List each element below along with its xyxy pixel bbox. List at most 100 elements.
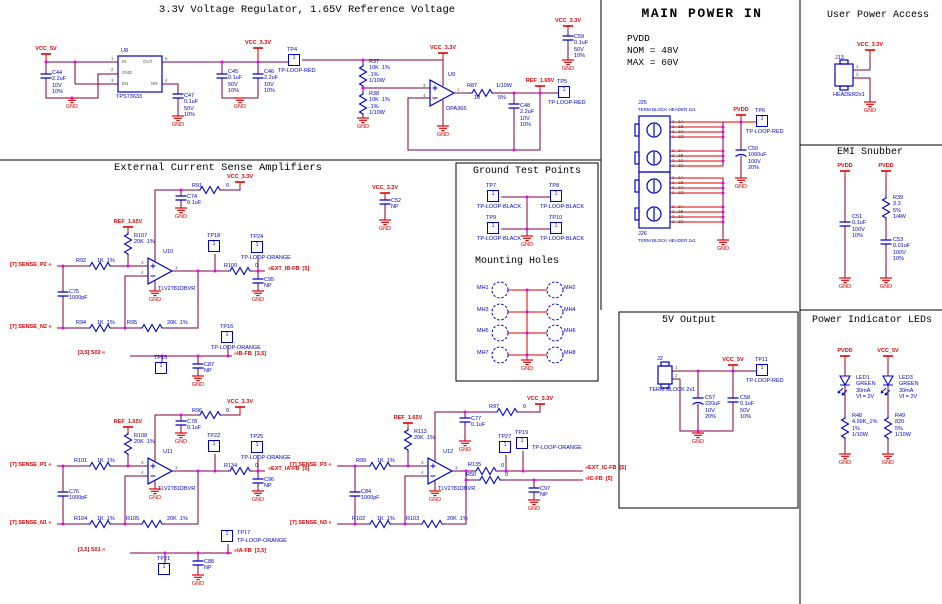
note-nom: NOM = 48V bbox=[627, 45, 679, 56]
tp19-pin: 1 bbox=[520, 438, 524, 444]
j26-p2a-net: 2A bbox=[678, 204, 684, 209]
tp18-testpoint[interactable]: 1 bbox=[208, 240, 220, 252]
r100-label: R100 bbox=[224, 263, 238, 269]
j25-p1a-net: 1A bbox=[678, 119, 684, 124]
r49-label: R49 820 5% 1/10W bbox=[895, 413, 911, 439]
tp27-testpoint[interactable]: 1 bbox=[499, 441, 511, 453]
c51-label: C51 0.1uF 100V 10% bbox=[852, 214, 867, 240]
tp25-testpoint[interactable]: 1 bbox=[251, 441, 263, 453]
r91-label: R91 bbox=[192, 183, 203, 189]
j26-ref: J26 bbox=[638, 231, 647, 237]
r87-value: 10 bbox=[474, 95, 481, 101]
j25-p2c-num: 2 bbox=[672, 158, 675, 163]
r108-label: R108 20K .1% bbox=[134, 433, 155, 446]
u10-ref: U10 bbox=[163, 249, 174, 255]
r113-label: R113 20K .1% bbox=[414, 429, 435, 442]
u9-pin-1: 1 bbox=[457, 87, 460, 92]
tp15-testpoint[interactable]: 1 bbox=[155, 362, 167, 374]
tp24-ref: TP24 bbox=[250, 234, 264, 240]
tp22-testpoint[interactable]: 1 bbox=[208, 440, 220, 452]
junction-dot bbox=[353, 464, 357, 468]
tp16-testpoint[interactable]: 1 bbox=[221, 331, 233, 343]
tp21-testpoint[interactable]: 1 bbox=[158, 563, 170, 575]
gnd-symbol bbox=[882, 453, 894, 460]
tp4-testpoint[interactable]: 1 bbox=[288, 54, 300, 66]
gnd-label: GND bbox=[251, 497, 265, 503]
j2-part: TERM BLOCK 2x1 bbox=[649, 387, 696, 393]
tp6-testpoint[interactable]: 1 bbox=[756, 115, 768, 127]
j26-p1d-net: 1D bbox=[678, 190, 684, 195]
j2-term-block[interactable] bbox=[657, 361, 673, 389]
led1-label: LED1 GREEN 30mA Vf = 2V bbox=[856, 375, 876, 401]
gnd-symbol bbox=[864, 101, 876, 108]
j25-p2b-net: 2B bbox=[678, 153, 684, 158]
junction-dot bbox=[721, 159, 725, 163]
junction-dot bbox=[525, 227, 529, 231]
mh1-label: MH1 bbox=[477, 285, 489, 291]
junction-dot bbox=[44, 60, 48, 64]
gnd-label: GND bbox=[881, 460, 895, 466]
title-leds: Power Indicator LEDs bbox=[811, 315, 933, 326]
junction-dot bbox=[525, 310, 529, 314]
s02-port: [3,5] S02 « bbox=[78, 350, 106, 356]
tp17-type: TP-LOOP-ORANGE bbox=[237, 538, 287, 544]
junction-dot bbox=[532, 478, 536, 482]
mh3-hole[interactable] bbox=[491, 303, 509, 321]
tp8-testpoint[interactable]: 1 bbox=[550, 190, 562, 202]
tp7-ref: TP7 bbox=[486, 183, 497, 189]
mh7-hole[interactable] bbox=[491, 346, 509, 364]
mh8-hole[interactable] bbox=[546, 346, 564, 364]
tp17-pin: 1 bbox=[225, 531, 229, 537]
junction-dot bbox=[179, 413, 183, 417]
junction-dot bbox=[126, 464, 130, 468]
mh4-hole[interactable] bbox=[546, 303, 564, 321]
u8-pin-5: 5 bbox=[165, 56, 168, 61]
gnd-symbol bbox=[528, 499, 540, 506]
mh2-hole[interactable] bbox=[546, 281, 564, 299]
tp9-testpoint[interactable]: 1 bbox=[487, 222, 499, 234]
r91-value: 0 bbox=[226, 183, 230, 189]
r134-value: 0 bbox=[255, 463, 259, 469]
u8-regulator-body[interactable] bbox=[117, 55, 163, 93]
j26-p2d-num: 2 bbox=[672, 219, 675, 224]
j26-p2c-net: 2C bbox=[678, 214, 684, 219]
tp17-testpoint[interactable]: 1 bbox=[221, 530, 233, 542]
gnd-label: GND bbox=[520, 242, 534, 248]
mh6-hole[interactable] bbox=[546, 324, 564, 342]
vcc-5v-flag-led: VCC_5V bbox=[877, 348, 899, 354]
tp10-testpoint[interactable]: 1 bbox=[550, 222, 562, 234]
r97-value: 0 bbox=[523, 404, 527, 410]
u8-part: TPS73633 bbox=[116, 94, 142, 100]
tp11-testpoint[interactable]: 1 bbox=[756, 364, 768, 376]
tp24-type: TP-LOOP-ORANGE bbox=[241, 255, 291, 261]
j2-pin-2: 2 bbox=[675, 373, 678, 378]
j2-ref: J2 bbox=[657, 356, 663, 362]
j26-term-block[interactable] bbox=[634, 171, 671, 229]
tp16-ref: TP16 bbox=[220, 324, 234, 330]
tp7-testpoint[interactable]: 1 bbox=[487, 190, 499, 202]
r135-label: R135 bbox=[468, 462, 482, 468]
mh5-hole[interactable] bbox=[491, 324, 509, 342]
junction-dot bbox=[196, 354, 200, 358]
tp9-ref: TP9 bbox=[486, 215, 497, 221]
gnd-label: GND bbox=[436, 132, 450, 138]
tp24-testpoint[interactable]: 1 bbox=[251, 241, 263, 253]
gnd-symbol bbox=[192, 574, 204, 581]
tp25-type: TP-LOOP-ORANGE bbox=[241, 455, 291, 461]
r99-label: R99 bbox=[356, 458, 367, 464]
vcc-3v3-flag-u9: VCC_3.3V bbox=[430, 45, 456, 51]
r95-label: R95 bbox=[127, 320, 138, 326]
tp19-testpoint[interactable]: 1 bbox=[516, 437, 528, 449]
gnd-symbol bbox=[429, 490, 441, 497]
r103-value: 20K .1% bbox=[447, 516, 468, 522]
tp8-pin: 1 bbox=[554, 191, 558, 197]
tp5-testpoint[interactable]: 1 bbox=[558, 86, 570, 98]
j13-header[interactable] bbox=[834, 59, 854, 91]
mh1-hole[interactable] bbox=[491, 281, 509, 299]
c95-label: C95 NP bbox=[264, 277, 275, 290]
u12-pin-1: 1 bbox=[455, 465, 458, 470]
junction-dot bbox=[406, 464, 410, 468]
title-user-power: User Power Access bbox=[826, 10, 930, 21]
title-main-power: MAIN POWER IN bbox=[641, 6, 763, 21]
junction-dot bbox=[196, 551, 200, 555]
